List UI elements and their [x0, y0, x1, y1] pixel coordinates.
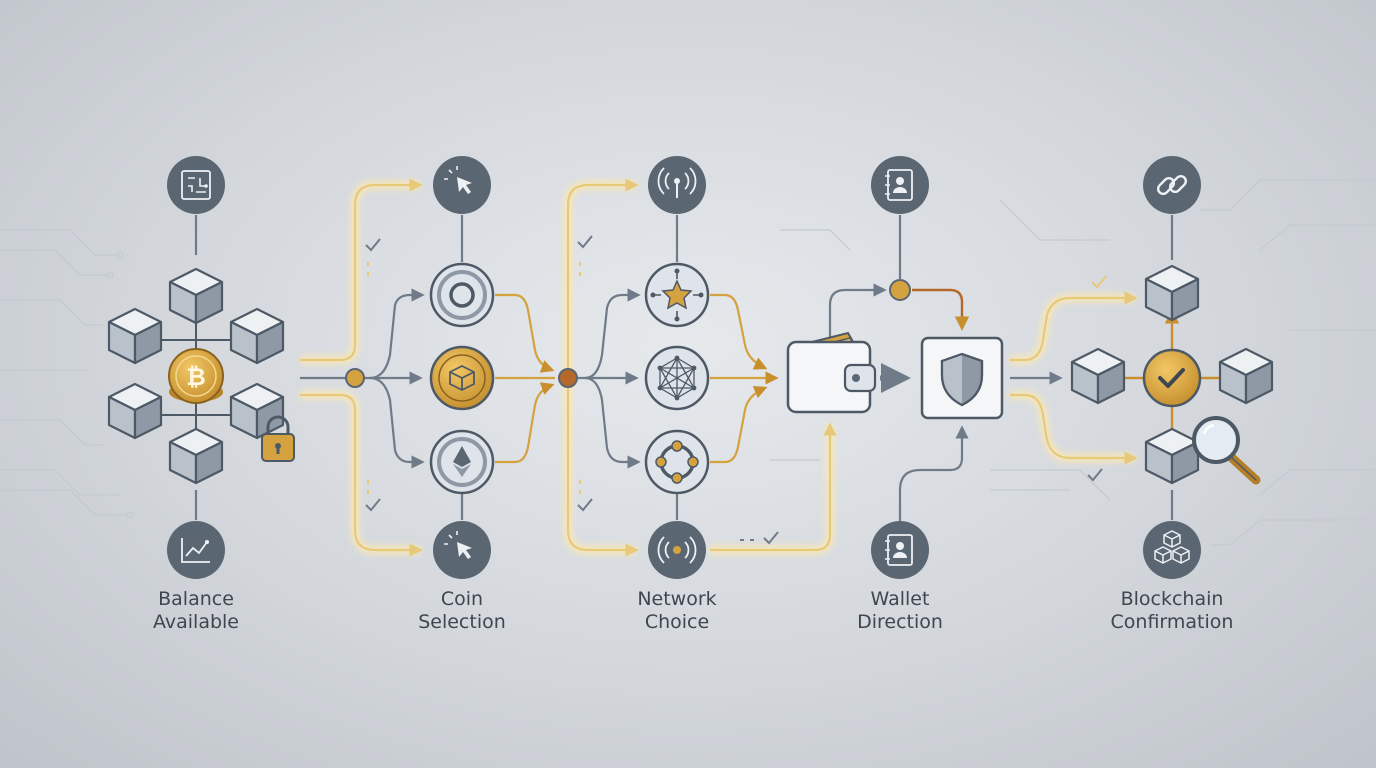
address-book-icon — [871, 521, 929, 579]
stage-label-balance-available: Balance Available — [96, 588, 296, 634]
mesh-network-icon — [644, 345, 710, 411]
coin-option-selected — [429, 345, 495, 411]
stage-balance-available: ₿ — [107, 156, 295, 579]
circuit-board-icon — [167, 156, 225, 214]
flow-connectors-1-2 — [300, 178, 425, 557]
label-line-2: Choice — [644, 611, 710, 633]
stage-coin-selection — [429, 156, 495, 579]
coin-option-generic — [429, 262, 495, 328]
flow-connectors-4-5 — [1010, 275, 1138, 482]
bitcoin-coin-icon: ₿ — [168, 348, 224, 404]
label-line-2: Selection — [418, 611, 506, 633]
antenna-signal-icon — [648, 156, 706, 214]
background-circuit-traces — [0, 179, 1376, 546]
stage-label-blockchain-confirmation: Blockchain Confirmation — [1072, 588, 1272, 634]
stage-label-network-choice: Network Choice — [577, 588, 777, 634]
ring-network-icon — [644, 429, 710, 495]
shield-icon — [920, 336, 1004, 420]
stage-network-choice — [644, 156, 710, 579]
cursor-click-icon — [433, 156, 491, 214]
checkmark-badge-icon — [1142, 348, 1202, 408]
chain-link-icon — [1143, 156, 1201, 214]
junction-node-1 — [345, 368, 365, 388]
label-line-1: Blockchain — [1120, 588, 1224, 610]
padlock-icon — [261, 415, 295, 462]
flow-connectors-3-4 — [710, 283, 970, 554]
junction-node-3 — [889, 279, 911, 301]
analytics-chart-icon — [167, 521, 225, 579]
ethereum-coin-icon — [429, 429, 495, 495]
star-network-icon — [644, 262, 710, 328]
label-line-2: Available — [152, 611, 239, 633]
wallet-icon — [786, 331, 877, 414]
stage-label-wallet-direction: Wallet Direction — [800, 588, 1000, 634]
label-line-2: Confirmation — [1110, 611, 1234, 633]
blocks-stack-icon — [1143, 521, 1201, 579]
cursor-click-icon — [433, 521, 491, 579]
magnifier-icon — [1192, 416, 1261, 485]
label-line-1: Network — [637, 588, 717, 610]
label-line-1: Balance — [158, 588, 234, 610]
stage-blockchain-confirmation — [1070, 156, 1274, 579]
address-book-icon — [871, 156, 929, 214]
svg-text:₿: ₿ — [186, 363, 206, 391]
broadcast-signal-icon — [648, 521, 706, 579]
label-line-1: Coin — [440, 588, 484, 610]
flow-connectors-2-3 — [495, 178, 641, 557]
vertical-stems — [194, 215, 1174, 520]
label-line-1: Wallet — [870, 588, 930, 610]
junction-node-2 — [558, 368, 578, 388]
label-line-2: Direction — [857, 611, 943, 633]
stage-label-coin-selection: Coin Selection — [362, 588, 562, 634]
stage-wallet-direction — [786, 156, 1004, 579]
